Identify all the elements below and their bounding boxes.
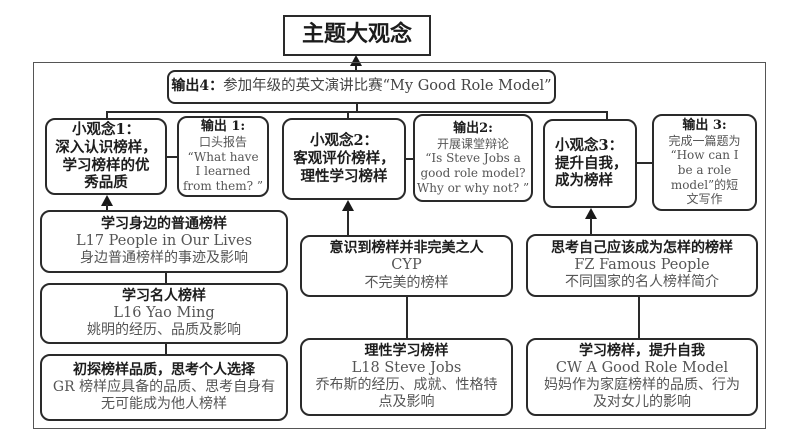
lesson-title: 学习名人榜样 <box>122 287 206 304</box>
connector <box>167 156 178 158</box>
connector <box>165 273 167 283</box>
arrow-up-icon <box>342 200 354 211</box>
lesson-desc: 点及影响 <box>378 394 435 411</box>
connector <box>356 104 358 113</box>
concept-2-line: 理性学习榜样 <box>300 167 388 185</box>
output-1-line: from them? ” <box>182 179 263 194</box>
lesson-box: 理性学习榜样 L18 Steve Jobs 乔布斯的经历、成就、性格特 点及影响 <box>300 338 513 416</box>
arrow-up-icon <box>101 195 113 206</box>
concept-1-line: 秀品质 <box>84 174 128 192</box>
lesson-box: 意识到榜样并非完美之人 CYP 不完美的榜样 <box>300 235 513 297</box>
lesson-desc: 不同国家的名人榜样简介 <box>565 274 719 291</box>
output-3-line: be a role <box>677 163 732 178</box>
bus-line <box>106 111 608 113</box>
output-3-title: 输出 3: <box>682 118 727 133</box>
theme-title-box: 主题大观念 <box>283 15 431 56</box>
connector <box>165 344 167 355</box>
concept-2-box: 小观念2： 客观评价榜样， 理性学习榜样 <box>282 118 406 200</box>
lesson-code: CYP <box>391 257 422 274</box>
arrow-up-icon <box>585 208 597 219</box>
output-1-line: 口头报告 <box>198 135 247 150</box>
output4-label: 输出4： <box>171 78 224 95</box>
theme-title: 主题大观念 <box>301 22 412 48</box>
lesson-title: 学习榜样，提升自我 <box>579 342 705 359</box>
output-2-line: good role model? <box>420 165 526 180</box>
connector <box>606 111 608 120</box>
lesson-desc: GR 榜样应具备的品质、思考自身有 <box>52 378 276 395</box>
lesson-desc: 妈妈作为家庭榜样的品质、行为 <box>544 377 740 394</box>
concept-2-title: 小观念2： <box>309 132 379 150</box>
output-3-line: 完成一篇题为 <box>668 133 741 148</box>
connector <box>406 297 408 339</box>
lesson-desc: 无可能成为他人榜样 <box>101 396 227 413</box>
lesson-desc: 乔布斯的经历、成就、性格特 <box>315 377 498 394</box>
output-1-box: 输出 1: 口头报告 “What have I learned from the… <box>177 116 269 197</box>
lesson-code: L16 Yao Ming <box>113 304 215 321</box>
output-3-line: 文写作 <box>686 192 723 207</box>
connector <box>405 158 414 160</box>
lesson-code: L17 People in Our Lives <box>75 232 253 249</box>
outer-frame <box>33 62 766 429</box>
concept-2-line: 客观评价榜样， <box>293 150 395 168</box>
concept-1-title: 小观念1： <box>71 121 141 139</box>
connector <box>347 111 349 119</box>
lesson-desc: 姚明的经历、品质及影响 <box>87 322 241 339</box>
output-1-title: 输出 1: <box>200 119 246 135</box>
lesson-box: 学习榜样，提升自我 CW A Good Role Model 妈妈作为家庭榜样的… <box>526 338 758 416</box>
output-2-line: “Is Steve Jobs a <box>425 151 521 166</box>
concept-3-line: 成为榜样 <box>555 172 613 190</box>
lesson-desc: 及对女儿的影响 <box>593 394 691 411</box>
arrow-up-icon <box>350 55 362 66</box>
connector <box>355 66 357 72</box>
lesson-desc: 身边普通榜样的事迹及影响 <box>80 250 248 267</box>
lesson-title: 思考自己应该成为怎样的榜样 <box>551 239 733 256</box>
connector <box>590 218 592 235</box>
output-3-line: “How can I <box>670 148 739 163</box>
connector <box>638 297 640 339</box>
output-3-box: 输出 3: 完成一篇题为 “How can I be a role model”… <box>652 114 757 211</box>
lesson-code: FZ Famous People <box>574 256 710 273</box>
output-2-box: 输出2: 开展课堂辩论 “Is Steve Jobs a good role m… <box>413 114 533 202</box>
lesson-title: 学习身边的普通榜样 <box>101 215 227 232</box>
lesson-code: L18 Steve Jobs <box>351 359 462 376</box>
concept-1-line: 学习榜样的优 <box>62 156 150 174</box>
connector <box>106 204 108 210</box>
lesson-code: CW A Good Role Model <box>555 359 729 376</box>
output-2-title: 输出2: <box>453 120 493 136</box>
concept-3-line: 提升自我， <box>555 154 628 172</box>
lesson-desc: 不完美的榜样 <box>364 274 449 291</box>
lesson-title: 初探榜样品质，思考个人选择 <box>73 361 255 378</box>
concept-1-line: 深入认识榜样， <box>55 138 157 156</box>
lesson-box: 初探榜样品质，思考个人选择 GR 榜样应具备的品质、思考自身有 无可能成为他人榜… <box>40 354 288 421</box>
concept-3-box: 小观念3： 提升自我， 成为榜样 <box>543 119 637 208</box>
output4-text: 参加年级的英文演讲比赛“My Good Role Model” <box>223 78 552 95</box>
concept-1-box: 小观念1： 深入认识榜样， 学习榜样的优 秀品质 <box>45 118 167 195</box>
lesson-box: 思考自己应该成为怎样的榜样 FZ Famous People 不同国家的名人榜样… <box>526 234 758 297</box>
concept-3-title: 小观念3： <box>555 136 624 154</box>
output-2-line: Why or why not? ” <box>416 180 530 195</box>
connector <box>347 210 349 236</box>
output-1-line: I learned <box>195 164 251 179</box>
output4-box: 输出4： 参加年级的英文演讲比赛“My Good Role Model” <box>167 70 556 104</box>
lesson-box: 学习身边的普通榜样 L17 People in Our Lives 身边普通榜样… <box>40 210 288 273</box>
lesson-title: 理性学习榜样 <box>364 342 449 359</box>
output-2-line: 开展课堂辩论 <box>436 136 509 151</box>
connector <box>106 111 108 119</box>
connector <box>637 162 653 164</box>
output-1-line: “What have <box>187 149 259 164</box>
lesson-box: 学习名人榜样 L16 Yao Ming 姚明的经历、品质及影响 <box>40 283 288 344</box>
output-3-line: model”的短 <box>670 177 739 192</box>
lesson-title: 意识到榜样并非完美之人 <box>329 240 484 257</box>
